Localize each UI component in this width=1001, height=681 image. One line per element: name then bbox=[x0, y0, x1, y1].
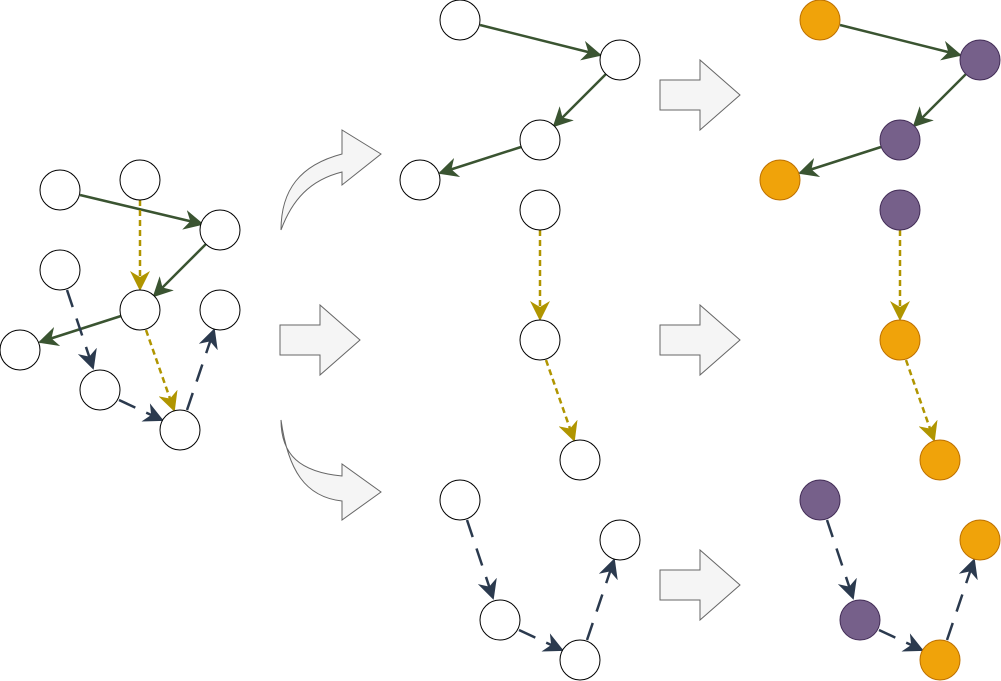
internal-node bbox=[879, 119, 921, 161]
edge-green-2 bbox=[912, 73, 967, 128]
edge-navy-1 bbox=[465, 519, 497, 600]
node bbox=[119, 289, 161, 331]
endpoint-node bbox=[919, 639, 961, 681]
edge-navy-3 bbox=[585, 558, 618, 641]
internal-node bbox=[879, 189, 921, 231]
edge-navy-3 bbox=[945, 558, 978, 641]
edge-navy-1 bbox=[825, 519, 857, 600]
endpoint-node bbox=[759, 159, 801, 201]
classify-arrow-middle bbox=[659, 303, 741, 377]
node bbox=[559, 639, 601, 681]
separated-paths bbox=[399, 0, 641, 681]
node bbox=[439, 479, 481, 521]
endpoint-node bbox=[879, 319, 921, 361]
internal-node bbox=[839, 599, 881, 641]
edge-navy-1 bbox=[65, 289, 97, 370]
combined-graph bbox=[0, 159, 241, 451]
node bbox=[0, 329, 41, 371]
edge-navy-2 bbox=[878, 628, 924, 652]
node bbox=[519, 319, 561, 361]
node bbox=[599, 519, 641, 561]
edge-navy-2 bbox=[118, 398, 164, 422]
edge-green-1 bbox=[79, 193, 204, 230]
edge-yellow-2 bbox=[904, 359, 938, 442]
endpoint-node bbox=[959, 519, 1001, 561]
node bbox=[39, 249, 81, 291]
node bbox=[519, 119, 561, 161]
node bbox=[159, 409, 201, 451]
node bbox=[199, 209, 241, 251]
edge-yellow-2 bbox=[544, 359, 578, 442]
node bbox=[559, 439, 601, 481]
edge-navy-3 bbox=[185, 328, 218, 411]
edge-green-3 bbox=[438, 145, 522, 178]
edge-green-2 bbox=[152, 243, 207, 298]
edge-navy-2 bbox=[518, 628, 564, 652]
classified-paths bbox=[759, 0, 1001, 681]
node bbox=[519, 189, 561, 231]
edge-green-1 bbox=[479, 23, 602, 61]
internal-node bbox=[959, 39, 1001, 81]
split-arrow-down bbox=[280, 419, 382, 521]
endpoint-node bbox=[799, 0, 841, 41]
node bbox=[39, 169, 81, 211]
edge-green-2 bbox=[552, 73, 607, 128]
edge-green-1 bbox=[839, 23, 962, 61]
transition-arrows bbox=[279, 58, 741, 622]
edge-yellow-2 bbox=[144, 329, 178, 412]
split-arrow-up bbox=[280, 129, 382, 231]
node bbox=[119, 159, 161, 201]
node bbox=[79, 369, 121, 411]
classify-arrow-bottom bbox=[659, 548, 741, 622]
node bbox=[199, 289, 241, 331]
node bbox=[399, 159, 441, 201]
edge-green-3 bbox=[798, 145, 882, 178]
node bbox=[599, 39, 641, 81]
classify-arrow-top bbox=[659, 58, 741, 132]
internal-node bbox=[799, 479, 841, 521]
node bbox=[479, 599, 521, 641]
endpoint-node bbox=[919, 439, 961, 481]
split-arrow-middle bbox=[279, 303, 361, 377]
node bbox=[439, 0, 481, 41]
